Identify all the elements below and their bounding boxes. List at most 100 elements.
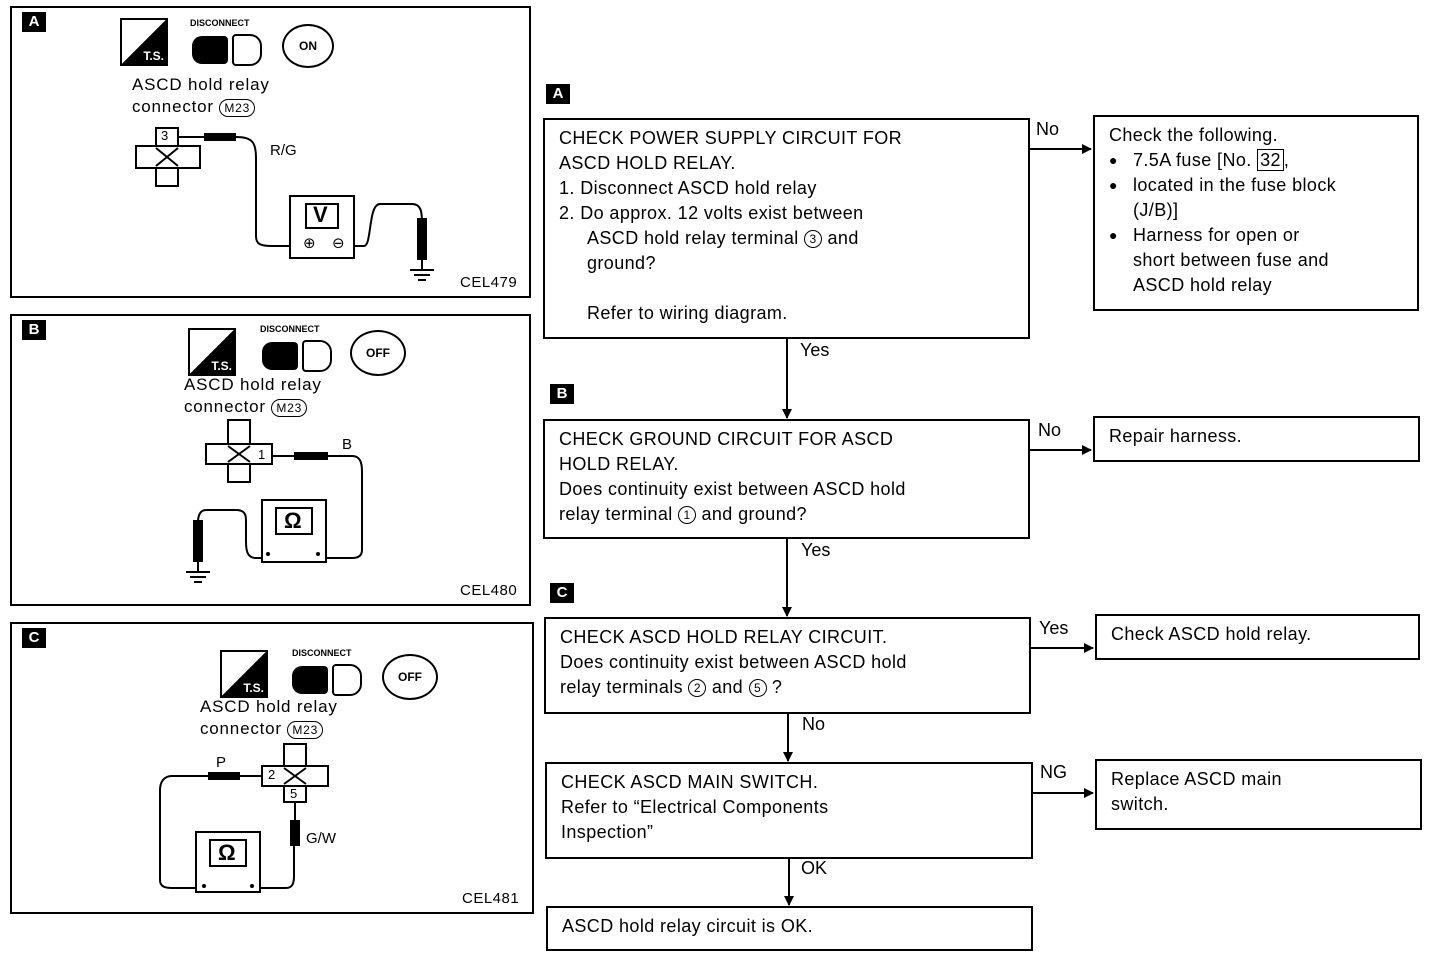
step-title: ASCD HOLD RELAY. bbox=[559, 153, 736, 173]
disconnect-icon bbox=[192, 30, 268, 68]
step-question: Does continuity exist between ASCD hold bbox=[559, 479, 906, 499]
step-tag: A bbox=[546, 84, 570, 104]
panel-tag: A bbox=[22, 12, 46, 32]
wire-color: P bbox=[216, 754, 227, 771]
disconnect-label: DISCONNECT bbox=[190, 18, 250, 28]
terminal-badge: 2 bbox=[688, 679, 707, 698]
meter-symbol: Ω bbox=[218, 840, 236, 865]
terminal-number: 3 bbox=[161, 128, 169, 143]
step-note: Refer to wiring diagram. bbox=[587, 303, 788, 323]
ignition-key-icon: OFF bbox=[350, 330, 406, 376]
minus-terminal-icon: ⊖ bbox=[332, 234, 345, 252]
probe-plug bbox=[208, 772, 240, 780]
ts-icon: T.S. bbox=[220, 650, 268, 698]
result-text: Check the following. bbox=[1109, 125, 1279, 145]
step-item: 1. Disconnect ASCD hold relay bbox=[559, 178, 817, 198]
result-bullet: Harness for open or bbox=[1109, 223, 1403, 248]
disconnect-label: DISCONNECT bbox=[292, 648, 352, 658]
panel-tag: C bbox=[22, 628, 46, 648]
result-b-box: Repair harness. bbox=[1093, 416, 1420, 462]
step-item: 2. Do approx. 12 volts exist between bbox=[559, 203, 864, 223]
panel-b-diagram bbox=[186, 419, 363, 583]
result-d-box: Replace ASCD main switch. bbox=[1095, 759, 1422, 830]
step-question: relay terminals 2 and 5 ? bbox=[560, 677, 783, 698]
step-text: Inspection” bbox=[561, 822, 654, 842]
step-text: Refer to “Electrical Components bbox=[561, 797, 829, 817]
disconnect-icon bbox=[292, 660, 368, 698]
meter-symbol: V bbox=[313, 202, 328, 227]
figure-code: CEL480 bbox=[460, 582, 518, 599]
connector-label: ASCD hold relay connector M23 bbox=[200, 697, 338, 739]
branch-label-ng: NG bbox=[1040, 762, 1067, 782]
fuse-number: 32 bbox=[1257, 149, 1284, 171]
step-title: CHECK ASCD MAIN SWITCH. bbox=[561, 772, 819, 792]
final-box: ASCD hold relay circuit is OK. bbox=[546, 906, 1033, 951]
branch-label-no: No bbox=[1036, 119, 1060, 139]
disconnect-label: DISCONNECT bbox=[260, 324, 320, 334]
terminal-number: 1 bbox=[258, 447, 266, 462]
step-tag: B bbox=[550, 384, 574, 404]
step-title: CHECK POWER SUPPLY CIRCUIT FOR bbox=[559, 128, 903, 148]
result-text: short between fuse and bbox=[1133, 250, 1329, 270]
ground-probe bbox=[193, 520, 203, 562]
panel-a: A T.S. DISCONNECT ON ASCD hold relay con… bbox=[10, 6, 531, 298]
result-bullet: 7.5A fuse [No. 32, bbox=[1109, 148, 1403, 173]
ts-icon: T.S. bbox=[120, 18, 168, 66]
meter-symbol: Ω bbox=[284, 508, 302, 533]
ignition-key-icon: OFF bbox=[382, 654, 438, 700]
step-title: HOLD RELAY. bbox=[559, 454, 679, 474]
result-text: ASCD hold relay bbox=[1133, 275, 1273, 295]
branch-label-ok: OK bbox=[801, 858, 828, 878]
ts-icon: T.S. bbox=[188, 328, 236, 376]
result-a-box: Check the following. 7.5A fuse [No. 32, … bbox=[1093, 115, 1419, 311]
branch-label-no: No bbox=[802, 714, 826, 734]
panel-c-diagram bbox=[159, 743, 329, 893]
wire-color: B bbox=[342, 436, 353, 453]
figure-code: CEL479 bbox=[460, 274, 518, 291]
figure-code: CEL481 bbox=[462, 890, 520, 907]
terminal-number: 2 bbox=[268, 767, 276, 782]
terminal-badge: 3 bbox=[804, 230, 823, 249]
result-text: (J/B)] bbox=[1133, 200, 1179, 220]
step-d-box: CHECK ASCD MAIN SWITCH. Refer to “Electr… bbox=[545, 762, 1033, 859]
result-text: Replace ASCD main bbox=[1111, 769, 1282, 789]
step-title: CHECK GROUND CIRCUIT FOR ASCD bbox=[559, 429, 894, 449]
step-tag: C bbox=[550, 583, 574, 603]
wire-color: R/G bbox=[270, 142, 297, 159]
wire-color: G/W bbox=[306, 830, 336, 847]
probe-plug bbox=[204, 133, 236, 141]
plus-terminal-icon: ⊕ bbox=[303, 234, 316, 252]
connector-label: ASCD hold relay connector M23 bbox=[132, 75, 270, 117]
step-title: CHECK ASCD HOLD RELAY CIRCUIT. bbox=[560, 627, 888, 647]
probe-plug bbox=[290, 820, 300, 846]
disconnect-icon bbox=[262, 336, 338, 374]
step-item: ASCD hold relay terminal 3 and bbox=[587, 228, 859, 249]
panel-b: B T.S. DISCONNECT OFF ASCD hold relay co… bbox=[10, 314, 531, 606]
terminal-number: 5 bbox=[290, 786, 298, 801]
step-b-box: CHECK GROUND CIRCUIT FOR ASCD HOLD RELAY… bbox=[543, 419, 1030, 539]
branch-label-yes: Yes bbox=[800, 340, 830, 360]
panel-c: C T.S. DISCONNECT OFF ASCD hold relay co… bbox=[10, 622, 534, 914]
branch-label-yes: Yes bbox=[1039, 618, 1069, 638]
probe-plug bbox=[294, 452, 328, 460]
panel-tag: B bbox=[22, 320, 46, 340]
step-a-box: CHECK POWER SUPPLY CIRCUIT FOR ASCD HOLD… bbox=[543, 118, 1030, 339]
result-text: located in the fuse block bbox=[1109, 173, 1403, 198]
final-text: ASCD hold relay circuit is OK. bbox=[562, 916, 814, 936]
step-c-box: CHECK ASCD HOLD RELAY CIRCUIT. Does cont… bbox=[544, 617, 1031, 714]
result-c-box: Check ASCD hold relay. bbox=[1095, 614, 1420, 660]
branch-label-no: No bbox=[1038, 420, 1062, 440]
step-question: Does continuity exist between ASCD hold bbox=[560, 652, 907, 672]
terminal-badge: 5 bbox=[748, 679, 767, 698]
terminal-badge: 1 bbox=[678, 506, 697, 525]
result-text: switch. bbox=[1111, 794, 1169, 814]
branch-label-yes: Yes bbox=[801, 540, 831, 560]
ignition-key-icon: ON bbox=[282, 24, 334, 68]
result-text: Repair harness. bbox=[1109, 426, 1243, 446]
panel-a-diagram: ⊕ ⊖ bbox=[135, 127, 434, 281]
step-question: relay terminal 1 and ground? bbox=[559, 504, 807, 525]
ground-probe bbox=[417, 218, 427, 260]
step-item: ground? bbox=[587, 253, 656, 273]
connector-label: ASCD hold relay connector M23 bbox=[184, 375, 322, 417]
